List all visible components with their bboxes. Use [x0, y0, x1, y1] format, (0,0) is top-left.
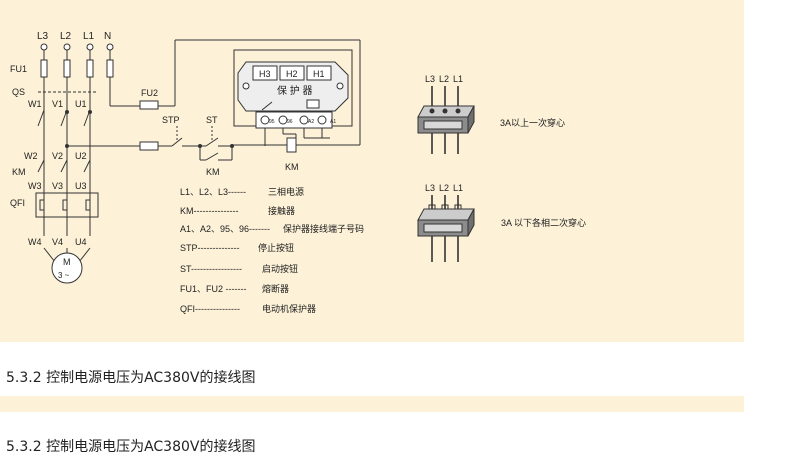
- terminal-n: [106, 43, 114, 51]
- terminal-label-w4: W4: [28, 237, 42, 247]
- separator-band: [0, 396, 744, 412]
- phase-label-l2: L2: [60, 31, 72, 42]
- legend-desc-2: 保护器接线端子号码: [283, 223, 364, 234]
- relay-h3: H3: [259, 69, 271, 79]
- motor-letter: M: [63, 257, 71, 267]
- ct-top-phase-l3: L3: [425, 74, 435, 84]
- ct-top-phase-l1: L1: [453, 74, 463, 84]
- terminal-label-v1: V1: [52, 99, 63, 109]
- terminal-l1: [86, 43, 94, 51]
- ct-bottom-phase-l2: L2: [439, 183, 449, 193]
- phase-label-l1: L1: [83, 31, 95, 42]
- legend-key-4: ST-----------------: [180, 264, 242, 274]
- terminal-label-w1: W1: [28, 99, 42, 109]
- legend-desc-0: 三相电源: [268, 186, 304, 197]
- coil-label: KM: [285, 162, 299, 172]
- start-button-label: ST: [206, 115, 218, 125]
- legend: L1、L2、L3------ 三相电源 KM--------------- 接触…: [180, 186, 364, 314]
- ct-top-phase-l2: L2: [439, 74, 449, 84]
- terminal-l2: [63, 43, 71, 51]
- phase-label-l3: L3: [37, 31, 49, 42]
- phase-label-n: N: [104, 31, 111, 42]
- terminal-label-w3: W3: [28, 181, 42, 191]
- terminal-label-v4: V4: [52, 237, 63, 247]
- fuse-n: [106, 59, 114, 78]
- relay-a1: A1: [330, 119, 336, 125]
- legend-desc-4: 启动按钮: [262, 263, 298, 274]
- relay-name: 保 护 器: [277, 84, 313, 97]
- legend-key-1: KM---------------: [180, 206, 238, 216]
- qfi-block: [35, 192, 99, 218]
- km-main-label: KM: [12, 167, 26, 177]
- section-caption: 5.3.2 控制电源电压为AC380V的接线图: [6, 370, 256, 386]
- ct-top-label: 3A以上一次穿心: [500, 117, 565, 128]
- stop-button-label: STP: [162, 115, 180, 125]
- wiring-diagram: L3 L2 L1 N FU1 QS W1 V1 U1 FU2 STP ST: [10, 31, 586, 314]
- ct-bottom-face: [417, 208, 475, 221]
- legend-desc-6: 电动机保护器: [262, 303, 316, 314]
- relay-95: 95: [269, 119, 275, 125]
- ct-bottom-label: 3A 以下各相二次穿心: [501, 217, 586, 228]
- legend-key-3: STP--------------: [180, 243, 239, 253]
- qs-label: QS: [12, 87, 25, 97]
- diagram-panel: [0, 0, 744, 342]
- legend-desc-3: 停止按钮: [258, 242, 294, 253]
- legend-desc-5: 熔断器: [262, 283, 289, 294]
- fuse-l1: [86, 59, 94, 78]
- relay-a2: A2: [308, 119, 314, 125]
- fu2-label: FU2: [141, 88, 158, 98]
- relay-h1: H1: [313, 69, 325, 79]
- ct-bottom-phase-l1: L1: [453, 183, 463, 193]
- km-coil: [286, 137, 297, 153]
- fuse-l3: [40, 59, 48, 78]
- legend-key-6: QFI---------------: [180, 304, 240, 314]
- legend-key-0: L1、L2、L3------: [180, 187, 246, 197]
- terminal-label-v2: V2: [52, 151, 63, 161]
- qfi-label: QFI: [10, 198, 25, 208]
- ct-bottom-phase-l3: L3: [425, 183, 435, 193]
- section-caption-repeat: 5.3.2 控制电源电压为AC380V的接线图: [6, 439, 256, 455]
- terminal-label-w2: W2: [24, 151, 38, 161]
- legend-desc-1: 接触器: [268, 205, 295, 216]
- fuse-l2: [63, 59, 71, 78]
- terminal-label-u2: U2: [75, 151, 87, 161]
- km-holding-label: KM: [206, 167, 220, 177]
- relay-h2: H2: [286, 69, 298, 79]
- legend-key-5: FU1、FU2 -------: [180, 284, 247, 294]
- fuse-fu2: [139, 100, 159, 110]
- terminal-label-u4: U4: [75, 237, 87, 247]
- fuse-control-2: [139, 141, 159, 151]
- fu1-label: FU1: [10, 64, 27, 74]
- relay-96: 96: [287, 119, 293, 125]
- motor: [51, 252, 83, 284]
- legend-key-2: A1、A2、95、96-------: [180, 224, 270, 234]
- terminal-label-u1: U1: [75, 99, 87, 109]
- terminal-l3: [40, 43, 48, 51]
- terminal-label-v3: V3: [52, 181, 63, 191]
- terminal-label-u3: U3: [75, 181, 87, 191]
- motor-phase: 3 ~: [58, 271, 70, 280]
